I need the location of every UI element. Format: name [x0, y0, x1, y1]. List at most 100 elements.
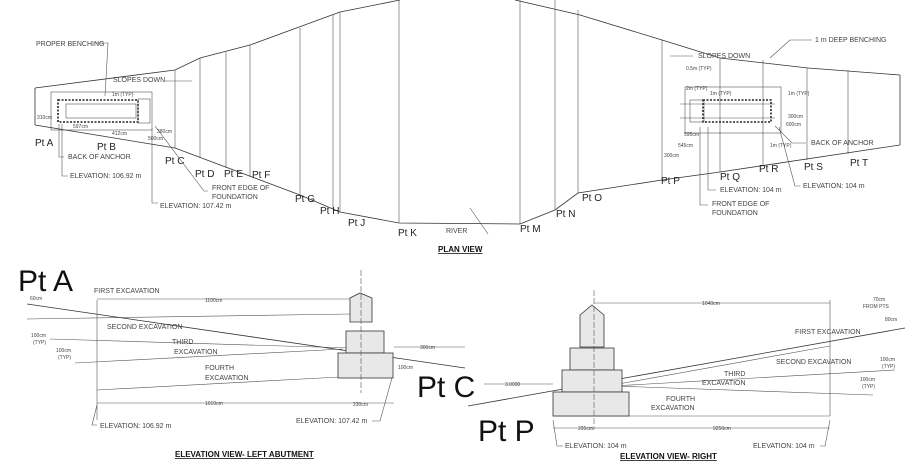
label-back-of-anchor-right: BACK OF ANCHOR	[811, 140, 874, 147]
section-lines	[174, 0, 849, 224]
plan-view-title: PLAN VIEW	[438, 245, 483, 254]
dim-70: 70cm	[873, 297, 885, 303]
label-pt-a: Pt A	[18, 265, 73, 298]
right-bench-outline	[684, 86, 782, 134]
dim-300-right: 300cm	[788, 114, 803, 120]
point-label: Pt N	[556, 209, 575, 220]
label-elevation-back-s: ELEVATION: 104 m	[753, 443, 815, 450]
dim-500: 500cm	[148, 136, 163, 142]
point-label: Pt R	[759, 164, 778, 175]
point-label: Pt B	[97, 142, 116, 153]
right-abutment-pier	[552, 290, 630, 430]
label-proper-benching: PROPER BENCHING	[36, 41, 104, 48]
dim-545: 545cm	[678, 143, 693, 149]
dim-1m-bottom: 1m (TYP)	[770, 143, 792, 149]
label-first-excavation-left: FIRST EXCAVATION	[94, 288, 160, 295]
label-second-excavation-left: SECOND EXCAVATION	[107, 324, 182, 331]
dim-05m: 0.5m (TYP)	[686, 66, 712, 72]
point-label: Pt A	[35, 138, 54, 149]
right-abutment	[689, 99, 705, 123]
leader-benching	[95, 42, 109, 97]
dim-412: 412cm	[112, 131, 127, 137]
ground-line-right	[467, 327, 906, 407]
left-abutment	[137, 98, 151, 124]
right-elevation-title: ELEVATION VIEW- RIGHT	[620, 452, 717, 461]
point-label: Pt T	[850, 158, 868, 169]
dim-100c: 100cm	[398, 365, 413, 371]
label-elevation-front-left: ELEVATION: 107.42 m	[160, 203, 231, 210]
dim-80: 80cm	[885, 317, 897, 323]
typ-a-right: (TYP)	[882, 364, 895, 370]
dim-300: 300cm	[420, 345, 435, 351]
label-pt-c: Pt C	[417, 371, 475, 404]
point-label: Pt C	[165, 156, 184, 167]
label-slopes-down-left: SLOPES DOWN	[113, 77, 165, 84]
point-label: Pt P	[661, 176, 680, 187]
dim-310: 310cm	[37, 115, 52, 121]
point-label: Pt O	[582, 193, 602, 204]
label-elevation-back-right: ELEVATION: 104 m	[803, 183, 865, 190]
label-front-edge-left: FRONT EDGE OF	[212, 185, 269, 192]
dim-2m: 2m (TYP)	[686, 86, 708, 92]
dim-1m-right: 1m (TYP)	[788, 91, 810, 97]
dim-1010: 1010cm	[205, 401, 223, 407]
point-label: Pt M	[520, 224, 541, 235]
right-anchor	[702, 99, 772, 123]
plan-top-boundary-right	[514, 0, 901, 76]
label-front-edge-right: FRONT EDGE OF	[712, 201, 769, 208]
label-river: RIVER	[446, 228, 467, 235]
typ-a: (TYP)	[33, 340, 46, 346]
typ-b-right: (TYP)	[862, 384, 875, 390]
point-label: Pt K	[398, 228, 417, 239]
left-anchor-inner	[65, 103, 137, 119]
dim-295: 295cm	[578, 426, 593, 432]
dim-380: 380cm	[157, 129, 172, 135]
label-second-excavation-right: SECOND EXCAVATION	[776, 359, 851, 366]
left-elevation-title: ELEVATION VIEW- LEFT ABUTMENT	[175, 450, 314, 459]
point-label: Pt E	[224, 169, 243, 180]
label-pt-p: Pt P	[478, 415, 535, 448]
label-fourth-right: FOURTH	[666, 396, 695, 403]
plan-top-boundary	[34, 0, 401, 89]
point-labels: Pt A Pt B Pt C Pt D Pt E Pt F Pt G Pt H …	[35, 138, 868, 239]
dim-3: 3.0000	[505, 382, 521, 388]
dim-1100: 1100cm	[205, 298, 222, 304]
label-foundation-right: FOUNDATION	[712, 210, 758, 217]
point-label: Pt S	[804, 162, 823, 173]
left-anchor	[57, 99, 139, 123]
label-elevation-back: ELEVATION: 106.92 m	[100, 423, 171, 430]
label-fourth-left: FOURTH	[205, 365, 234, 372]
label-third-right: THIRD	[724, 371, 745, 378]
dim-300b: 300cm	[664, 153, 679, 159]
label-elevation-front-p: ELEVATION: 104 m	[565, 443, 627, 450]
left-bench-outline	[50, 91, 153, 131]
point-label: Pt F	[252, 170, 270, 181]
dim-100a-right: 100cm	[880, 357, 895, 363]
dim-from-pts: FROM PTS	[863, 304, 889, 310]
typ-b: (TYP)	[58, 355, 71, 361]
dim-595: 595cm	[684, 132, 699, 138]
plan-bottom-boundary	[34, 124, 901, 225]
label-third-excavation-right: EXCAVATION	[702, 380, 746, 387]
ground-line-left	[26, 303, 466, 369]
point-label: Pt Q	[720, 172, 740, 183]
left-elevation-view: Pt A Pt C 1100cm 1010cm 230cm 300cm 100c…	[18, 265, 475, 459]
dim-597: 597cm	[73, 124, 88, 130]
dim-1m-top: 1m (TYP)	[710, 91, 732, 97]
dim-1040: 1040cm	[702, 301, 720, 307]
dim-60: 60cm	[30, 296, 42, 302]
label-first-excavation-right: FIRST EXCAVATION	[795, 329, 861, 336]
dim-9250: 9250cm	[713, 426, 731, 432]
dim-100b-right: 100cm	[860, 377, 875, 383]
label-foundation-left: FOUNDATION	[212, 194, 258, 201]
label-third-left: THIRD	[172, 339, 193, 346]
label-elevation-front: ELEVATION: 107.42 m	[296, 418, 367, 425]
label-back-of-anchor-left: BACK OF ANCHOR	[68, 154, 131, 161]
plan-view: PROPER BENCHING SLOPES DOWN 1m (TYP) 310…	[34, 0, 901, 254]
label-elevation-front-right: ELEVATION: 104 m	[720, 187, 782, 194]
label-third-excavation-left: EXCAVATION	[174, 349, 218, 356]
label-slopes-down-right: SLOPES DOWN	[698, 53, 750, 60]
dim-600: 600cm	[786, 122, 801, 128]
